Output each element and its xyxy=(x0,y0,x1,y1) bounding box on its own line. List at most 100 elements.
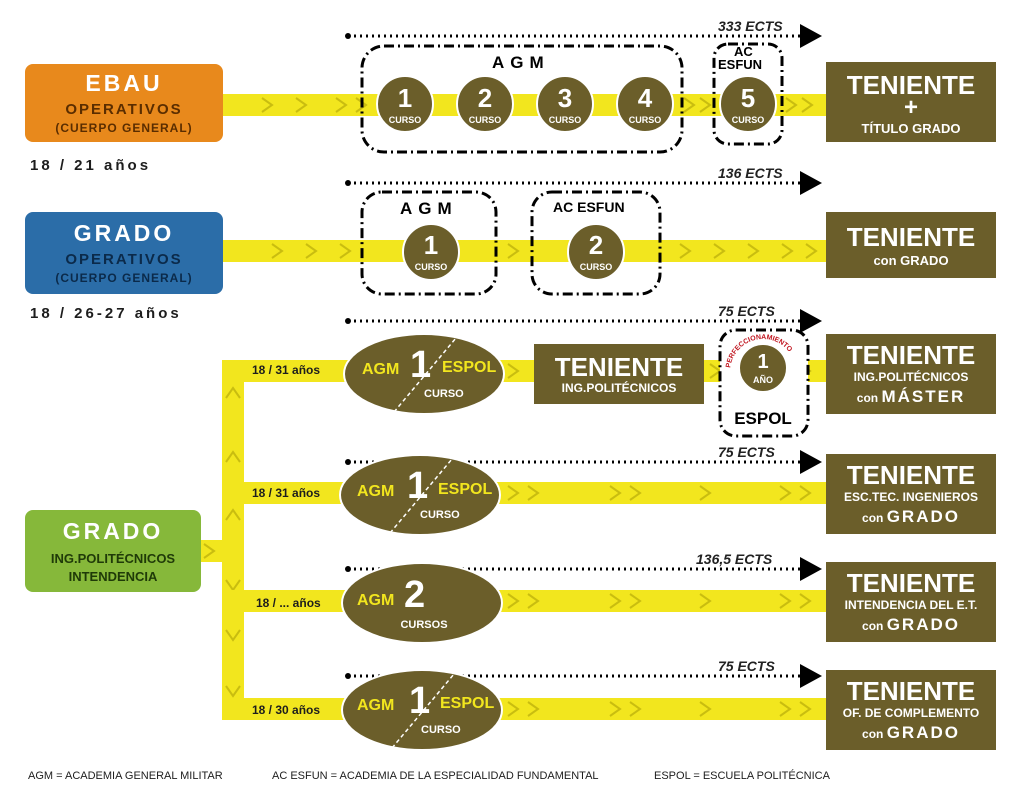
grado-operativos-line1: OPERATIVOS xyxy=(65,251,183,268)
chevrons-row2 xyxy=(271,243,818,259)
ects-line-row5 xyxy=(345,557,822,581)
ects-line-row6 xyxy=(345,664,822,688)
legend-agm: AGM = ACADEMIA GENERAL MILITAR xyxy=(28,770,223,782)
ano-circle xyxy=(738,343,788,393)
result-row3-title: TENIENTE xyxy=(846,340,976,370)
oval-row6 xyxy=(341,669,503,751)
course-4-label: CURSO xyxy=(628,115,662,125)
result-row2-title: TENIENTE xyxy=(846,222,976,252)
ects-row4: 75 ECTS xyxy=(718,444,775,460)
ects-row5: 136,5 ECTS xyxy=(696,551,773,567)
teniente-ing-sub: ING.POLITÉCNICOS xyxy=(561,381,677,395)
result-box-row1: TENIENTE + TÍTULO GRADO xyxy=(826,62,996,142)
grado-operativos-age: 18 / 26-27 años xyxy=(30,305,182,322)
oval-row5-agm: AGM xyxy=(357,592,395,609)
ects-line-row2 xyxy=(345,171,822,195)
result-box-row2: TENIENTE con GRADO xyxy=(826,212,996,278)
oval-row4-agm: AGM xyxy=(357,483,395,500)
ac-esfun-group-row1 xyxy=(712,42,784,146)
result-row5-con: con xyxy=(862,619,887,633)
ects-line-row1 xyxy=(345,24,822,48)
result-row5-title: TENIENTE xyxy=(846,568,976,598)
chevrons-row6 xyxy=(507,701,812,717)
ac-esfun-group-row2 xyxy=(530,190,662,296)
agm-group-label-row1: AGM xyxy=(492,53,550,72)
age-row4: 18 / 31 años xyxy=(252,486,321,500)
oval-row4-number: 1 xyxy=(407,465,429,507)
legend-ac-esfun: AC ESFUN = ACADEMIA DE LA ESPECIALIDAD F… xyxy=(272,770,599,782)
path-band-row2 xyxy=(222,240,827,262)
course-2-label: CURSO xyxy=(468,115,502,125)
course-5-label: CURSO xyxy=(731,115,765,125)
oval-row4-curso: CURSO xyxy=(420,509,460,521)
branch-connector xyxy=(200,540,224,562)
result-row3-master: MÁSTER xyxy=(881,387,966,406)
oval-row3 xyxy=(343,333,505,415)
result-row3-sub1: ING.POLITÉCNICOS xyxy=(853,370,969,384)
result-row5-grado: GRADO xyxy=(886,615,960,634)
age-row6: 18 / 30 años xyxy=(252,703,321,717)
ano-number: 1 xyxy=(757,351,769,373)
ects-row3: 75 ECTS xyxy=(718,303,775,319)
ebau-box: EBAU OPERATIVOS (CUERPO GENERAL) xyxy=(25,64,223,142)
oval-row3-espol: ESPOL xyxy=(442,359,497,376)
course-2-number: 2 xyxy=(477,83,493,113)
branch-trunk xyxy=(222,360,244,720)
esfun-label-row1: ESFUN xyxy=(718,57,763,72)
result-row4-grado: GRADO xyxy=(886,507,960,526)
espol-group-label: ESPOL xyxy=(734,409,792,428)
grado-ing-line2: INTENDENCIA xyxy=(68,569,158,584)
chevrons-row1 xyxy=(261,97,814,113)
result-row1-sub: TÍTULO GRADO xyxy=(861,121,961,136)
oval-row3-number: 1 xyxy=(410,344,432,386)
oval-row5 xyxy=(341,562,503,644)
result-row1-plus: + xyxy=(903,94,918,121)
ects-line-row3 xyxy=(345,309,822,333)
result-row1-title: TENIENTE xyxy=(846,70,976,100)
oval-row5-cursos: CURSOS xyxy=(400,619,448,631)
ac-label-row1: AC xyxy=(734,44,753,59)
result-row6-sub1: OF. DE COMPLEMENTO xyxy=(842,706,980,720)
legend-espol: ESPOL = ESCUELA POLITÉCNICA xyxy=(654,770,830,782)
result-box-row3: TENIENTE ING.POLITÉCNICOS con MÁSTER xyxy=(826,334,996,414)
course-circles-row2 xyxy=(402,223,625,281)
oval-row6-agm: AGM xyxy=(357,697,395,714)
grado-ing-title: GRADO xyxy=(62,518,164,544)
result-box-row5: TENIENTE INTENDENCIA DEL E.T. con GRADO xyxy=(826,562,996,642)
result-row6-title: TENIENTE xyxy=(846,676,976,706)
result-box-row6: TENIENTE OF. DE COMPLEMENTO con GRADO xyxy=(826,670,996,750)
age-row3: 18 / 31 años xyxy=(252,363,321,377)
course-row2b-label: CURSO xyxy=(579,262,613,272)
course-3-label: CURSO xyxy=(548,115,582,125)
ects-row6: 75 ECTS xyxy=(718,658,775,674)
ects-row2: 136 ECTS xyxy=(718,165,783,181)
result-row5-sub1: INTENDENCIA DEL E.T. xyxy=(844,598,978,612)
oval-row4-espol: ESPOL xyxy=(438,481,493,498)
agm-group-row2 xyxy=(360,190,498,296)
course-row2b-number: 2 xyxy=(588,230,604,260)
result-row6-con: con xyxy=(862,727,887,741)
result-row3-con: con xyxy=(856,391,882,405)
agm-group-row1 xyxy=(360,44,684,154)
age-row5: 18 / ... años xyxy=(256,596,321,610)
oval-row6-curso: CURSO xyxy=(421,724,461,736)
grado-ing-box: GRADO ING.POLITÉCNICOS INTENDENCIA xyxy=(25,510,201,592)
chevrons-row4 xyxy=(507,485,812,501)
grado-operativos-line2: (CUERPO GENERAL) xyxy=(55,271,193,285)
path-band-row1 xyxy=(222,94,827,116)
chevrons-row5 xyxy=(507,593,812,609)
course-row2a-label: CURSO xyxy=(414,262,448,272)
result-row2-sub: con GRADO xyxy=(873,253,949,268)
result-row6-grado: GRADO xyxy=(886,723,960,742)
chevrons-trunk xyxy=(203,386,241,698)
oval-row6-espol: ESPOL xyxy=(440,695,495,712)
ebau-title: EBAU xyxy=(85,70,163,96)
teniente-ing-title: TENIENTE xyxy=(554,352,684,382)
ebau-age: 18 / 21 años xyxy=(30,157,152,174)
grado-ing-line1: ING.POLITÉCNICOS xyxy=(50,551,176,566)
ac-esfun-label-row2: AC ESFUN xyxy=(553,199,625,215)
grado-operativos-box: GRADO OPERATIVOS (CUERPO GENERAL) xyxy=(25,212,223,294)
teniente-ing-box: TENIENTE ING.POLITÉCNICOS xyxy=(534,344,704,404)
ects-line-row4 xyxy=(345,450,822,474)
ebau-line1: OPERATIVOS xyxy=(65,101,183,118)
